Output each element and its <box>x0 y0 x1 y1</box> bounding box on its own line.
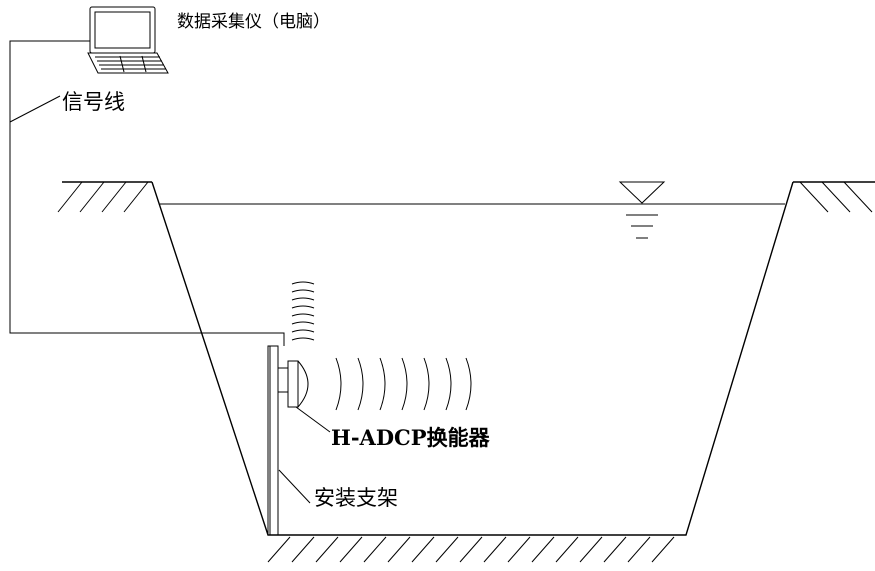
acoustic-beam-horizontal <box>335 357 472 411</box>
hatch-stroke <box>651 536 675 563</box>
hatch-stroke <box>123 181 149 213</box>
beam-arc <box>291 337 315 341</box>
beam-arc <box>291 305 315 309</box>
beam-arc <box>379 357 386 411</box>
hatch-stroke <box>603 536 627 563</box>
laptop-display <box>94 11 151 49</box>
beam-arc <box>291 321 315 325</box>
beam-arc <box>291 297 315 301</box>
acoustic-beam-vertical <box>291 281 315 341</box>
computer-label: 数据采集仪（电脑） <box>177 12 330 32</box>
mount-label: 安装支架 <box>314 486 398 510</box>
mounting-bracket <box>267 345 279 536</box>
signal-line-leader <box>9 95 61 123</box>
channel-cross-section <box>151 181 794 536</box>
hatch-stroke <box>627 536 651 563</box>
transducer-icon <box>277 360 309 408</box>
beam-arc <box>401 357 408 411</box>
hatch-stroke <box>843 181 873 213</box>
hatch-stroke <box>363 536 387 563</box>
hatch-stroke <box>555 536 579 563</box>
beam-arc <box>291 281 315 285</box>
transducer-leader <box>295 406 331 433</box>
hatch-stroke <box>507 536 531 563</box>
laptop-icon <box>87 6 169 74</box>
signal-line-label: 信号线 <box>62 90 125 114</box>
water-level-symbol <box>618 181 666 239</box>
laptop-keys <box>95 55 166 73</box>
hatch-stroke <box>483 536 507 563</box>
hatch-stroke <box>411 536 435 563</box>
beam-arc <box>291 313 315 317</box>
laptop-screen <box>89 6 156 54</box>
beam-arc <box>335 357 342 411</box>
hatch-stroke <box>79 181 105 213</box>
hatch-stroke <box>387 536 411 563</box>
hatch-stroke <box>579 536 603 563</box>
beam-arc <box>357 357 364 411</box>
hatch-stroke <box>435 536 459 563</box>
hatch-stroke <box>291 536 315 563</box>
hatch-stroke <box>315 536 339 563</box>
hatch-stroke <box>101 181 127 213</box>
ground-hatch-left <box>57 181 149 213</box>
hatch-stroke <box>459 536 483 563</box>
beam-arc <box>291 289 315 293</box>
beam-arc <box>291 329 315 333</box>
ground-hatch-right <box>799 181 873 213</box>
beam-arc <box>423 357 430 411</box>
key-col <box>119 55 125 73</box>
beam-arc <box>445 357 452 411</box>
hatch-stroke <box>267 536 291 563</box>
hatch-stroke <box>339 536 363 563</box>
key-col <box>141 55 147 73</box>
hatch-stroke <box>57 181 83 213</box>
hatch-stroke <box>799 181 829 213</box>
transducer-label: H-ADCP换能器 <box>331 425 491 450</box>
signal-cable <box>9 40 285 346</box>
mount-leader <box>278 469 311 504</box>
hatch-stroke <box>821 181 851 213</box>
beam-arc <box>465 357 472 411</box>
ground-hatch-bottom <box>267 536 675 563</box>
hatch-stroke <box>531 536 555 563</box>
laptop-keyboard <box>87 52 169 74</box>
